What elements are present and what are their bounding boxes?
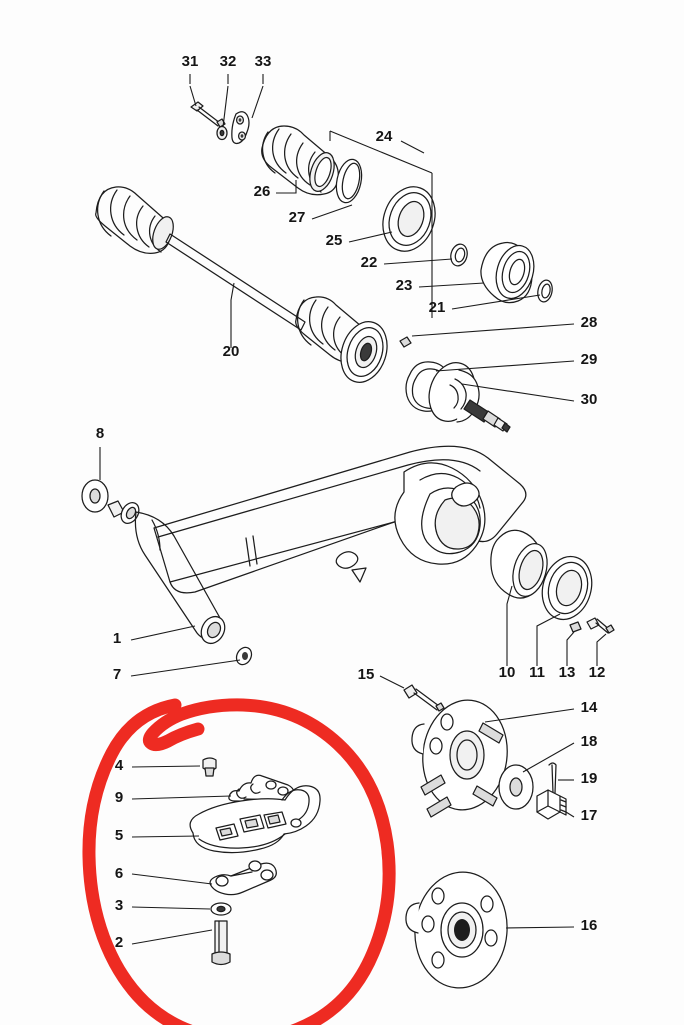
part-18-washer — [498, 764, 534, 810]
callout-number-15: 15 — [358, 666, 375, 683]
callout-number-17: 17 — [581, 807, 598, 824]
part-28-roll-pin — [399, 336, 412, 348]
callout-number-19: 19 — [581, 770, 598, 787]
callout-number-24: 24 — [376, 128, 393, 145]
callout-number-25: 25 — [326, 232, 343, 249]
part-17-castle-nut — [536, 789, 567, 820]
part-20-drive-shaft — [95, 186, 388, 383]
callout-number-12: 12 — [589, 664, 606, 681]
part-27-clamp-ring — [335, 158, 363, 204]
part-10-wheel-bearing — [490, 529, 548, 599]
callout-number-29: 29 — [581, 351, 598, 368]
callout-number-6: 6 — [115, 865, 123, 882]
hub-assembly-group — [379, 675, 575, 989]
part-19-cotter-pin — [548, 762, 557, 794]
callout-number-4: 4 — [115, 757, 124, 774]
callout-number-33: 33 — [255, 53, 272, 70]
part-12-bolt — [586, 617, 615, 634]
circled-parts-group — [131, 757, 321, 966]
callout-number-10: 10 — [499, 664, 516, 681]
callout-number-7: 7 — [113, 666, 121, 683]
callout-number-5: 5 — [115, 827, 123, 844]
part-1-front-bushing — [107, 500, 140, 524]
trailing-arm-body — [134, 445, 527, 640]
callout-number-26: 26 — [254, 183, 271, 200]
callout-number-28: 28 — [581, 314, 598, 331]
leader-lines-top — [189, 74, 575, 402]
part-7-rear-bushing — [200, 615, 253, 666]
part-22-circlip — [450, 243, 468, 267]
callout-number-1: 1 — [113, 630, 121, 647]
part-5-backing-plate — [189, 785, 321, 854]
leader-lines-middle — [99, 447, 607, 677]
part-4-plug — [202, 757, 217, 777]
part-21-circlip — [537, 279, 553, 303]
leader-lines-circled — [131, 765, 232, 945]
callout-number-22: 22 — [361, 254, 378, 271]
callout-number-13: 13 — [559, 664, 576, 681]
callout-number-2: 2 — [115, 934, 123, 951]
part-8-washer — [81, 479, 109, 513]
callout-number-31: 31 — [182, 53, 199, 70]
leader-lines-hub — [379, 675, 575, 929]
callout-number-8: 8 — [96, 425, 104, 442]
part-6-lever — [209, 860, 277, 896]
red-annotation-circle — [82, 698, 396, 1025]
part-26-cv-boot-upper — [261, 125, 339, 196]
callout-number-30: 30 — [581, 391, 598, 408]
part-3-washer — [210, 902, 232, 916]
part-15-bolt — [403, 684, 445, 712]
part-30-stub-axle — [428, 362, 511, 433]
part-2-bolt — [211, 920, 231, 966]
part-11-bearing-flange — [541, 555, 593, 621]
part-16-brake-drum — [405, 871, 508, 989]
part-23-cv-joint — [480, 241, 535, 304]
callout-number-16: 16 — [581, 917, 598, 934]
callout-number-20: 20 — [223, 343, 240, 360]
part-33-bracket — [231, 111, 250, 145]
driveshaft-assembly-group — [95, 74, 575, 433]
callout-number-23: 23 — [396, 277, 413, 294]
trailing-arm-assembly-group — [81, 445, 615, 677]
part-32-washer — [216, 125, 228, 141]
callout-number-9: 9 — [115, 789, 123, 806]
callout-number-27: 27 — [289, 209, 306, 226]
part-13-washer — [569, 621, 582, 633]
callout-number-3: 3 — [115, 897, 123, 914]
callout-number-18: 18 — [581, 733, 598, 750]
callout-number-11: 11 — [529, 664, 545, 681]
callout-number-21: 21 — [429, 299, 446, 316]
part-14-hub-flange — [411, 699, 508, 818]
callout-number-32: 32 — [220, 53, 237, 70]
callout-number-14: 14 — [581, 699, 598, 716]
